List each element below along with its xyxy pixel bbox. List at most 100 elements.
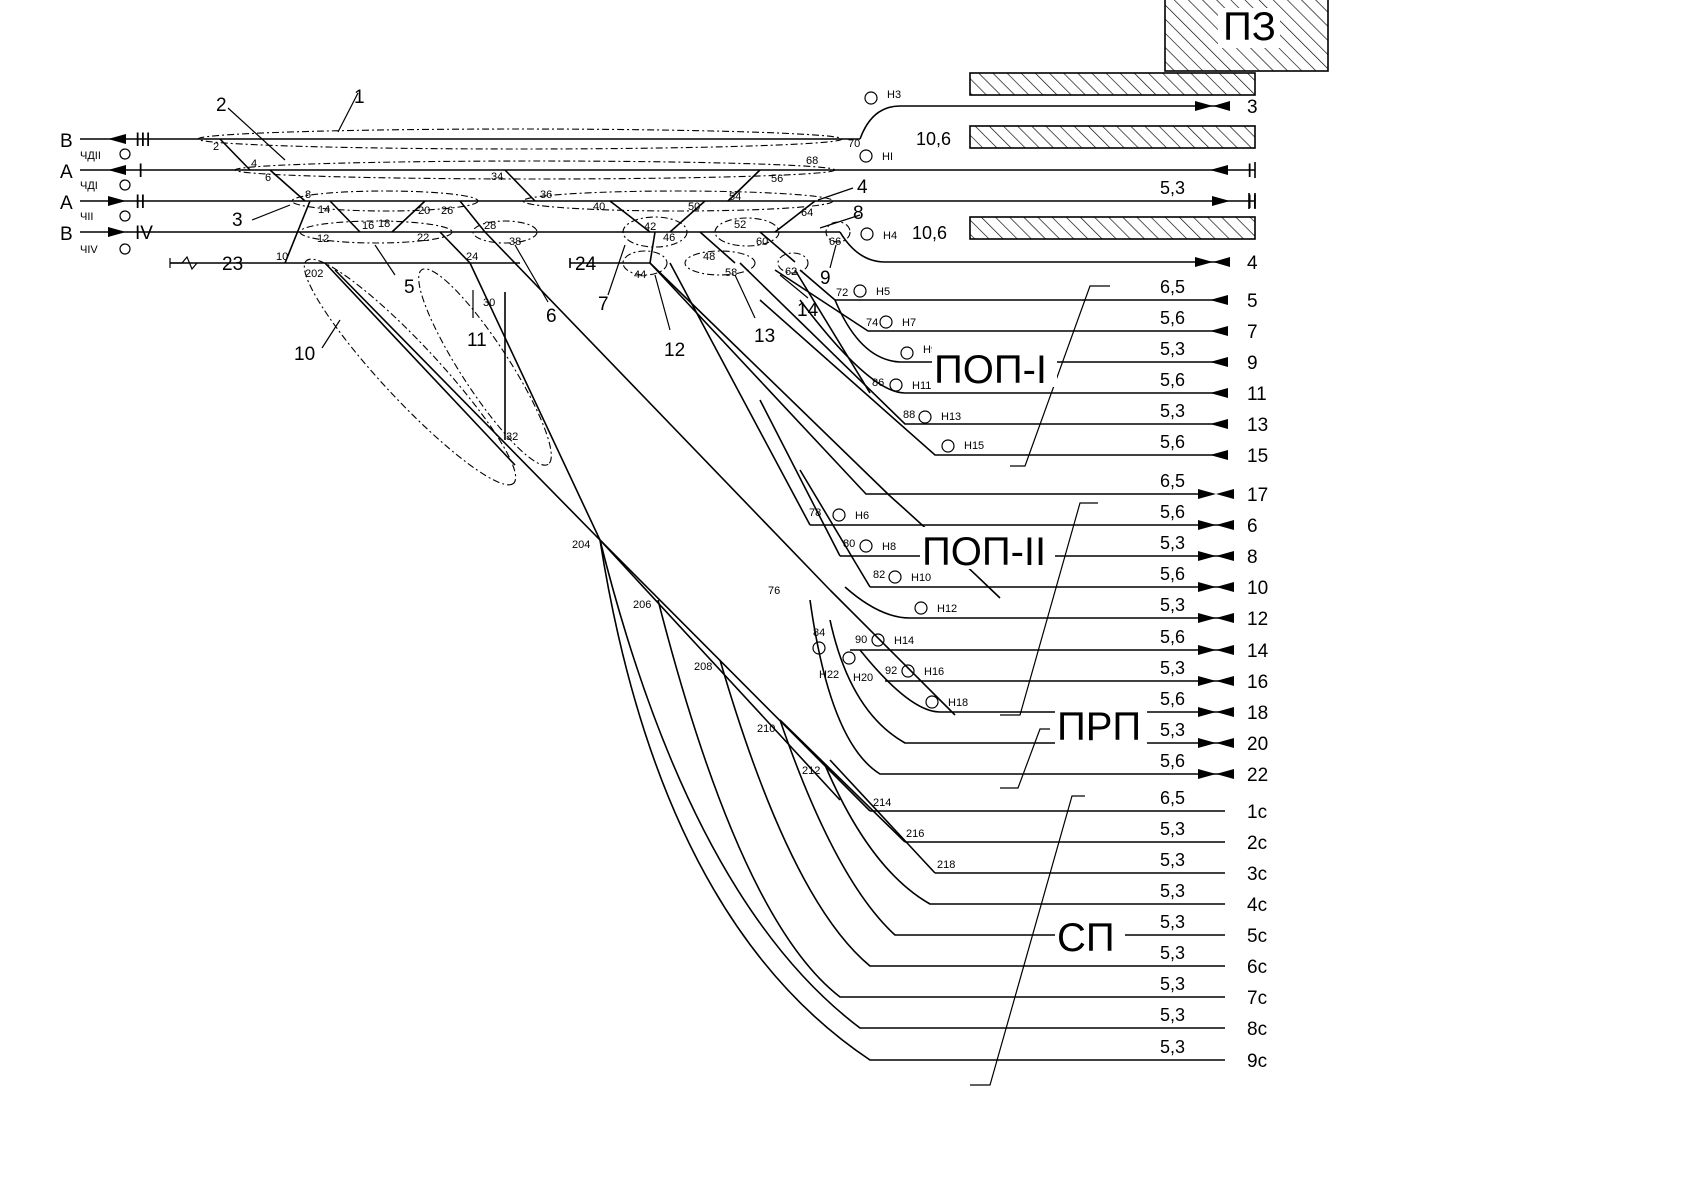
track-length-value: 5,6 — [1160, 689, 1185, 709]
track-length-value: 5,6 — [1160, 370, 1185, 390]
switch-number: 64 — [801, 207, 813, 219]
track-length-value: 6,5 — [1160, 277, 1185, 297]
direction-label: А — [60, 193, 73, 214]
area-label-pop1: ПОП-I — [934, 348, 1047, 392]
zone-number: 14 — [797, 300, 819, 321]
switch-number: 14 — [318, 204, 330, 216]
track-labels: 3III5,3456,575,695,3115,6135,3155,6176,5… — [1160, 97, 1269, 1072]
track-length-value: 5,3 — [1160, 974, 1185, 994]
track-length-value: 5,6 — [1160, 308, 1185, 328]
track-length-value: 6,5 — [1160, 471, 1185, 491]
signal-label: Н6 — [855, 510, 869, 522]
switch-number: 20 — [418, 205, 430, 217]
switch-number: 60 — [756, 236, 768, 248]
switch-number: 72 — [836, 287, 848, 299]
switch-number: 74 — [866, 317, 878, 329]
switch-number: 36 — [540, 189, 552, 201]
signal-label: НI — [882, 151, 893, 163]
zone-number: 12 — [664, 340, 685, 361]
signal-icon — [119, 179, 131, 191]
signal-icon — [925, 695, 939, 709]
track-number: 9 — [1247, 353, 1258, 374]
switch-number: 92 — [885, 665, 897, 677]
zone-number: 13 — [754, 326, 775, 347]
track-number: 9с — [1247, 1051, 1267, 1072]
track-length-value: 5,3 — [1160, 912, 1185, 932]
track-length-value: 5,3 — [1160, 850, 1185, 870]
switch-number: 62 — [785, 266, 797, 278]
dead-end-track-label: 24 — [575, 254, 597, 275]
switch-number: 68 — [806, 155, 818, 167]
track-length-value: 5,3 — [1160, 658, 1185, 678]
track-number: 8 — [1247, 547, 1258, 568]
switch-number: 58 — [725, 267, 737, 279]
switch-number: 54 — [729, 191, 741, 203]
entry-signal-label: ЧIV — [80, 244, 98, 256]
switch-number: 30 — [483, 297, 495, 309]
signal-label: Н3 — [887, 89, 901, 101]
track-length-value: 5,3 — [1160, 943, 1185, 963]
switch-number: 12 — [317, 233, 329, 245]
direction-label: В — [60, 224, 73, 245]
zone-labels: 1 2 3 4 5 6 7 8 9 10 11 12 13 14 — [216, 87, 868, 365]
switch-number: 210 — [757, 723, 775, 735]
switch-number: 78 — [809, 507, 821, 519]
signal-label: Н12 — [937, 603, 957, 615]
platform-2 — [969, 125, 1256, 149]
switch-number: 22 — [417, 232, 429, 244]
signal-label: Н5 — [876, 286, 890, 298]
signal-label: Н20 — [853, 672, 873, 684]
track-number: II — [1247, 192, 1258, 213]
signal-icon — [879, 315, 893, 329]
track-length-value: 5,3 — [1160, 720, 1185, 740]
track-length-value: 5,6 — [1160, 432, 1185, 452]
switch-number: 34 — [491, 171, 503, 183]
track-length-value: 5,6 — [1160, 502, 1185, 522]
switch-number: 18 — [378, 218, 390, 230]
track-length-value: 5,3 — [1160, 1005, 1185, 1025]
zone-number: 1 — [354, 87, 365, 108]
switch-number: 38 — [509, 236, 521, 248]
signal-label: Н18 — [948, 697, 968, 709]
area-labels: ПОП-I ПОП-II ПРП СП — [920, 285, 1147, 1086]
track-length-value: 5,6 — [1160, 627, 1185, 647]
track-number: 8с — [1247, 1019, 1267, 1040]
signal-icon — [859, 149, 873, 163]
signal-icon — [888, 570, 902, 584]
track-number: 22 — [1247, 765, 1268, 786]
signal-label: Н16 — [924, 666, 944, 678]
dead-end-track-label: 23 — [222, 254, 243, 275]
track-number: 12 — [1247, 609, 1268, 630]
side-track-ends — [1198, 295, 1234, 779]
track-number: 6 — [1247, 516, 1258, 537]
pop2-tracks — [669, 262, 1225, 775]
track-number: 14 — [1247, 641, 1269, 662]
track-end-markers — [1195, 101, 1230, 267]
sp-tracks — [599, 539, 1225, 1061]
zone-number: 9 — [820, 268, 831, 289]
area-label-pop2: ПОП-II — [922, 530, 1046, 574]
track-number: 3с — [1247, 864, 1267, 885]
switch-number: 52 — [734, 219, 746, 231]
crossover-lines — [219, 138, 1001, 801]
entry-signal-label: ЧДII — [80, 150, 101, 162]
signal-icon — [859, 539, 873, 553]
pop1-tracks — [649, 262, 1225, 495]
track-number: 20 — [1247, 734, 1268, 755]
switch-labels: 2 4 6 8 10 12 14 16 18 20 22 24 26 28 30… — [213, 138, 955, 871]
switch-number: 82 — [873, 569, 885, 581]
switch-number: 212 — [802, 765, 820, 777]
track-length-value: 5,6 — [1160, 751, 1185, 771]
signal-icon — [864, 91, 878, 105]
switch-number: 216 — [906, 828, 924, 840]
switch-number: 10 — [276, 251, 288, 263]
signal-icon — [832, 508, 846, 522]
signal-label: Н22 — [819, 669, 839, 681]
signal-icon — [812, 641, 826, 655]
track-number: 1с — [1247, 802, 1267, 823]
switch-number: 16 — [362, 220, 374, 232]
switch-number: 206 — [633, 599, 651, 611]
track-number: 17 — [1247, 485, 1268, 506]
zone-number: 6 — [546, 306, 557, 327]
